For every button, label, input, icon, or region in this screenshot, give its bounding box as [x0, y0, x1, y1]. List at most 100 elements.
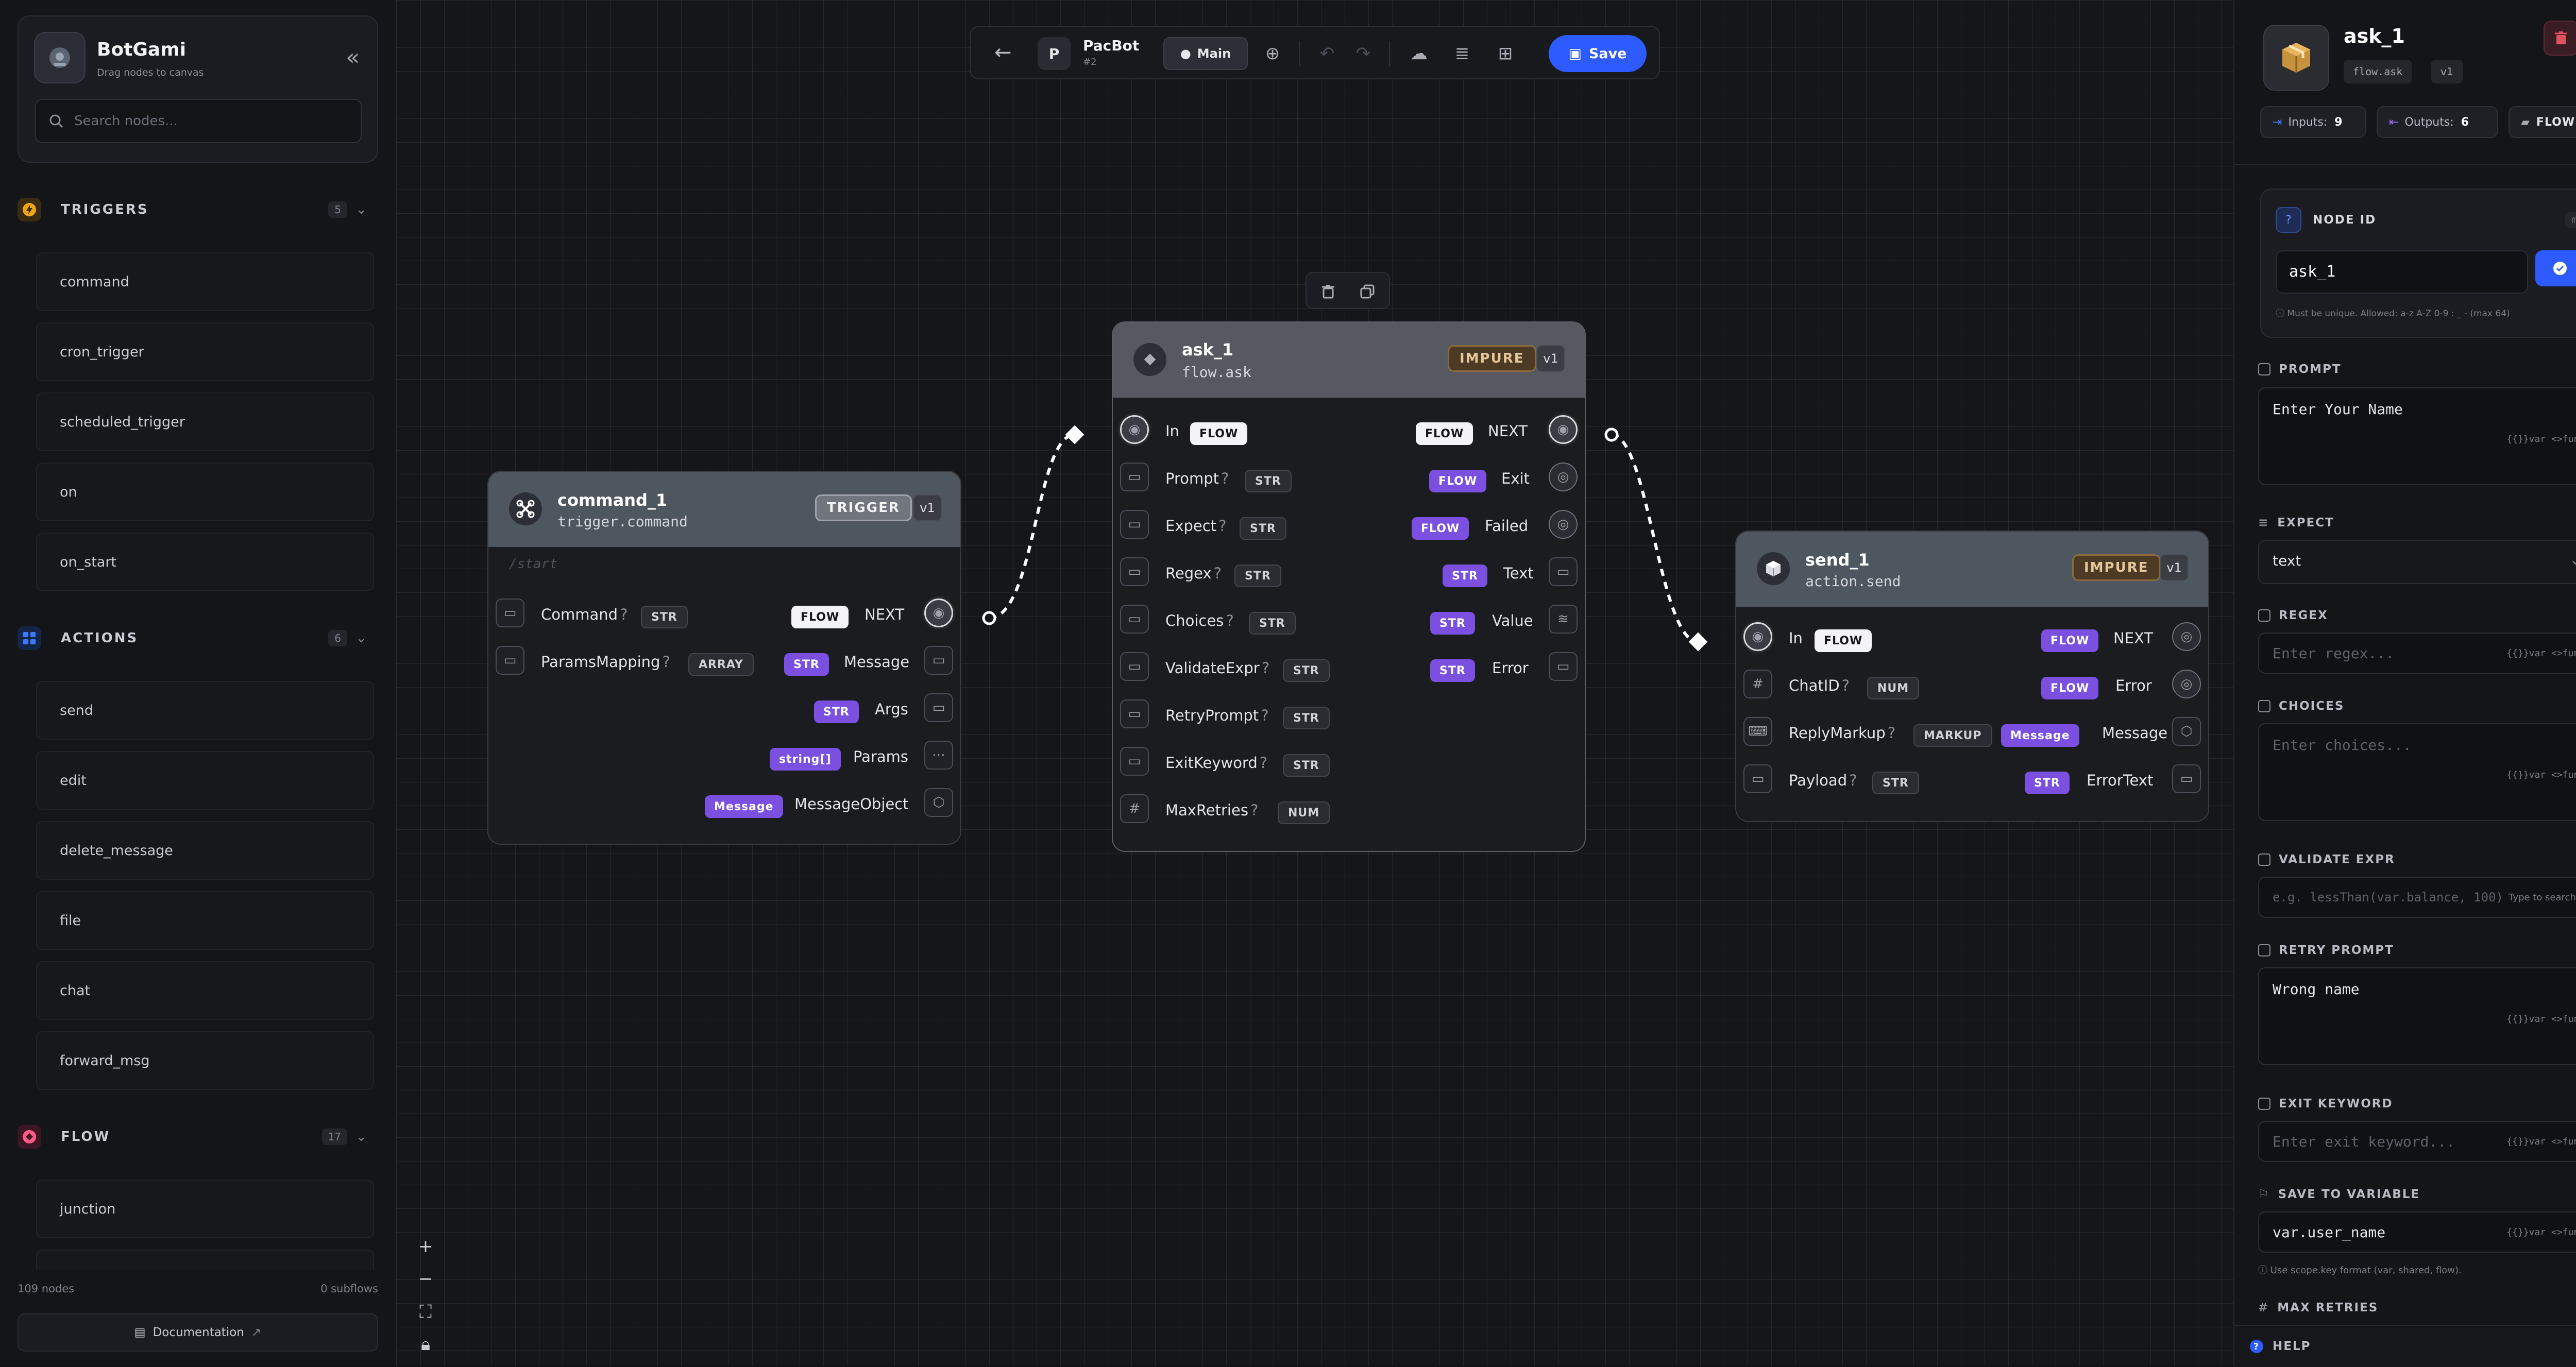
expect-label: ≡EXPECT — [2258, 516, 2334, 529]
node-ask-1[interactable]: ask_1 flow.ask IMPURE v1 ◉ In FLOW FLOW … — [1112, 321, 1586, 852]
palette-item-cron-trigger[interactable]: cron_trigger — [36, 322, 374, 381]
cube-pin-icon[interactable]: ⬡ — [924, 788, 953, 817]
save-var-value: var.user_name — [2273, 1224, 2386, 1241]
palette-item-scheduled-trigger[interactable]: scheduled_trigger — [36, 392, 374, 451]
output-pin-icon[interactable]: ⋯ — [924, 741, 953, 770]
output-pin-icon[interactable]: ▭ — [1549, 557, 1578, 586]
number-pin-icon[interactable]: # — [1743, 670, 1772, 698]
palette-item-on[interactable]: on — [36, 463, 374, 521]
search-input[interactable] — [73, 113, 343, 129]
palette-item-label: on_start — [60, 554, 117, 570]
keyboard-pin-icon[interactable]: ⌨ — [1743, 717, 1772, 746]
output-pin-icon[interactable]: ▭ — [924, 693, 953, 722]
help-bar[interactable]: ? HELP ⌃ — [2234, 1325, 2576, 1367]
palette-item-junction[interactable]: junction — [36, 1180, 374, 1238]
output-pin-icon[interactable]: ▭ — [924, 646, 953, 675]
palette-item-label: forward_msg — [60, 1052, 150, 1069]
palette-item-edit[interactable]: edit — [36, 751, 374, 810]
input-pin-icon[interactable]: ▭ — [1120, 605, 1149, 634]
node-id-input[interactable]: ask_1 — [2276, 250, 2528, 294]
number-pin-icon[interactable]: # — [1120, 794, 1149, 823]
node-version: v1 — [1536, 345, 1565, 372]
input-pin-icon[interactable]: ▭ — [496, 646, 524, 675]
input-pin-icon[interactable]: ▭ — [1120, 699, 1149, 728]
cloud-upload-icon[interactable]: ☁ — [1410, 43, 1428, 64]
calculator-icon[interactable]: ⊞ — [1498, 43, 1513, 64]
field-icon — [2258, 609, 2270, 622]
node-header[interactable]: ask_1 flow.ask IMPURE v1 — [1113, 322, 1585, 398]
duplicate-icon[interactable] — [1356, 280, 1379, 303]
save-button[interactable]: ▣ Save — [1549, 35, 1647, 72]
port-name: Failed — [1485, 517, 1529, 535]
input-pin-icon[interactable]: ▭ — [1120, 510, 1149, 539]
port-row: ▭ Expect? STR FLOW Failed ◎ — [1113, 510, 1585, 551]
output-pin-icon[interactable]: ▭ — [1549, 652, 1578, 681]
input-pin-icon[interactable]: ▭ — [1120, 463, 1149, 491]
input-pin-icon[interactable]: ▭ — [1120, 747, 1149, 776]
flow-output-pin-icon[interactable]: ◉ — [924, 599, 953, 627]
cube-pin-icon[interactable]: ⬡ — [2172, 717, 2201, 746]
fit-view-icon[interactable]: ⛶ — [419, 1301, 432, 1322]
input-pin-icon[interactable]: ▭ — [496, 599, 524, 627]
layers-pin-icon[interactable]: ≋ — [1549, 605, 1578, 634]
category-count: 6 — [328, 630, 347, 646]
external-link-icon: ↗ — [251, 1326, 262, 1339]
branch-selector[interactable]: ● Main — [1163, 37, 1248, 70]
input-pin-icon[interactable]: ▭ — [1120, 557, 1149, 586]
undo-icon[interactable]: ↶ — [1319, 43, 1335, 64]
search-field[interactable] — [35, 99, 362, 143]
port-type: FLOW — [1190, 422, 1248, 445]
flow-output-pin-icon[interactable]: ◎ — [2172, 670, 2201, 698]
input-pin-icon[interactable]: ▭ — [1120, 652, 1149, 681]
save-var-input[interactable]: var.user_name {{}}var <>func — [2258, 1211, 2576, 1253]
prompt-textarea[interactable]: Enter Your Name {{}}var <>func — [2258, 387, 2576, 485]
palette-item-chat[interactable]: chat — [36, 961, 374, 1020]
zoom-in-icon[interactable]: + — [418, 1236, 433, 1257]
flow-output-pin-icon[interactable]: ◉ — [1549, 415, 1578, 444]
node-command-1[interactable]: command_1 trigger.command TRIGGER v1 /st… — [487, 471, 961, 845]
flow-output-pin-icon[interactable]: ◎ — [1549, 510, 1578, 539]
confirm-id-button[interactable] — [2535, 250, 2576, 286]
validate-input[interactable]: e.g. lessThan(var.balance, 100) Type to … — [2258, 877, 2576, 918]
input-pin-icon[interactable]: ▭ — [1743, 764, 1772, 793]
exit-input[interactable]: Enter exit keyword... {{}}var <>func — [2258, 1121, 2576, 1162]
palette-item-delete-message[interactable]: delete_message — [36, 821, 374, 880]
database-icon[interactable]: ≣ — [1454, 43, 1470, 64]
node-send-1[interactable]: send_1 action.send IMPURE v1 ◉ In FLOW F… — [1735, 531, 2209, 822]
retry-textarea[interactable]: Wrong name {{}}var <>func — [2258, 967, 2576, 1065]
back-arrow-icon[interactable]: ← — [994, 41, 1012, 64]
palette-item-on-start[interactable]: on_start — [36, 533, 374, 591]
flow-output-pin-icon[interactable]: ◎ — [2172, 622, 2201, 651]
node-version: v1 — [2160, 554, 2189, 581]
port-type: FLOW — [2041, 677, 2099, 699]
zoom-out-icon[interactable]: − — [418, 1269, 433, 1290]
category-flow[interactable]: FLOW 17 ⌄ — [18, 1119, 373, 1155]
flow-input-pin-icon[interactable]: ◉ — [1120, 415, 1149, 444]
category-actions[interactable]: ACTIONS 6 ⌄ — [18, 620, 373, 656]
trash-icon[interactable] — [1317, 280, 1340, 303]
var-hint: {{}}var <>func — [2506, 1227, 2576, 1238]
regex-input[interactable]: Enter regex... {{}}var <>func — [2258, 633, 2576, 674]
choices-textarea[interactable]: Enter choices... {{}}var <>func — [2258, 723, 2576, 821]
port-row: ◉ In FLOW FLOW NEXT ◎ — [1736, 622, 2208, 663]
output-pin-icon[interactable]: ▭ — [2172, 764, 2201, 793]
expect-select[interactable]: text ⌄ — [2258, 540, 2576, 584]
validate-hint: Type to search... — [2509, 892, 2576, 903]
palette-item-file[interactable]: file — [36, 891, 374, 950]
flow-output-pin-icon[interactable]: ◎ — [1549, 463, 1578, 491]
flow-input-pin-icon[interactable]: ◉ — [1743, 622, 1772, 651]
delete-node-button[interactable] — [2544, 21, 2576, 56]
node-header[interactable]: send_1 action.send IMPURE v1 — [1736, 532, 2208, 607]
port-type: STR — [1872, 772, 1919, 794]
node-header[interactable]: command_1 trigger.command TRIGGER v1 — [488, 472, 960, 547]
documentation-button[interactable]: ▤ Documentation ↗ — [18, 1313, 378, 1352]
redo-icon[interactable]: ↷ — [1355, 43, 1371, 64]
palette-item-command[interactable]: command — [36, 252, 374, 311]
toolbar-divider — [1389, 41, 1390, 66]
lock-icon[interactable]: 🔒︎ — [420, 1334, 431, 1355]
collapse-sidebar-icon[interactable]: « — [346, 44, 360, 71]
category-triggers[interactable]: TRIGGERS 5 ⌄ — [18, 192, 373, 228]
palette-item-send[interactable]: send — [36, 681, 374, 740]
add-flow-icon[interactable]: ⊕ — [1265, 43, 1280, 64]
palette-item-forward-msg[interactable]: forward_msg — [36, 1031, 374, 1090]
